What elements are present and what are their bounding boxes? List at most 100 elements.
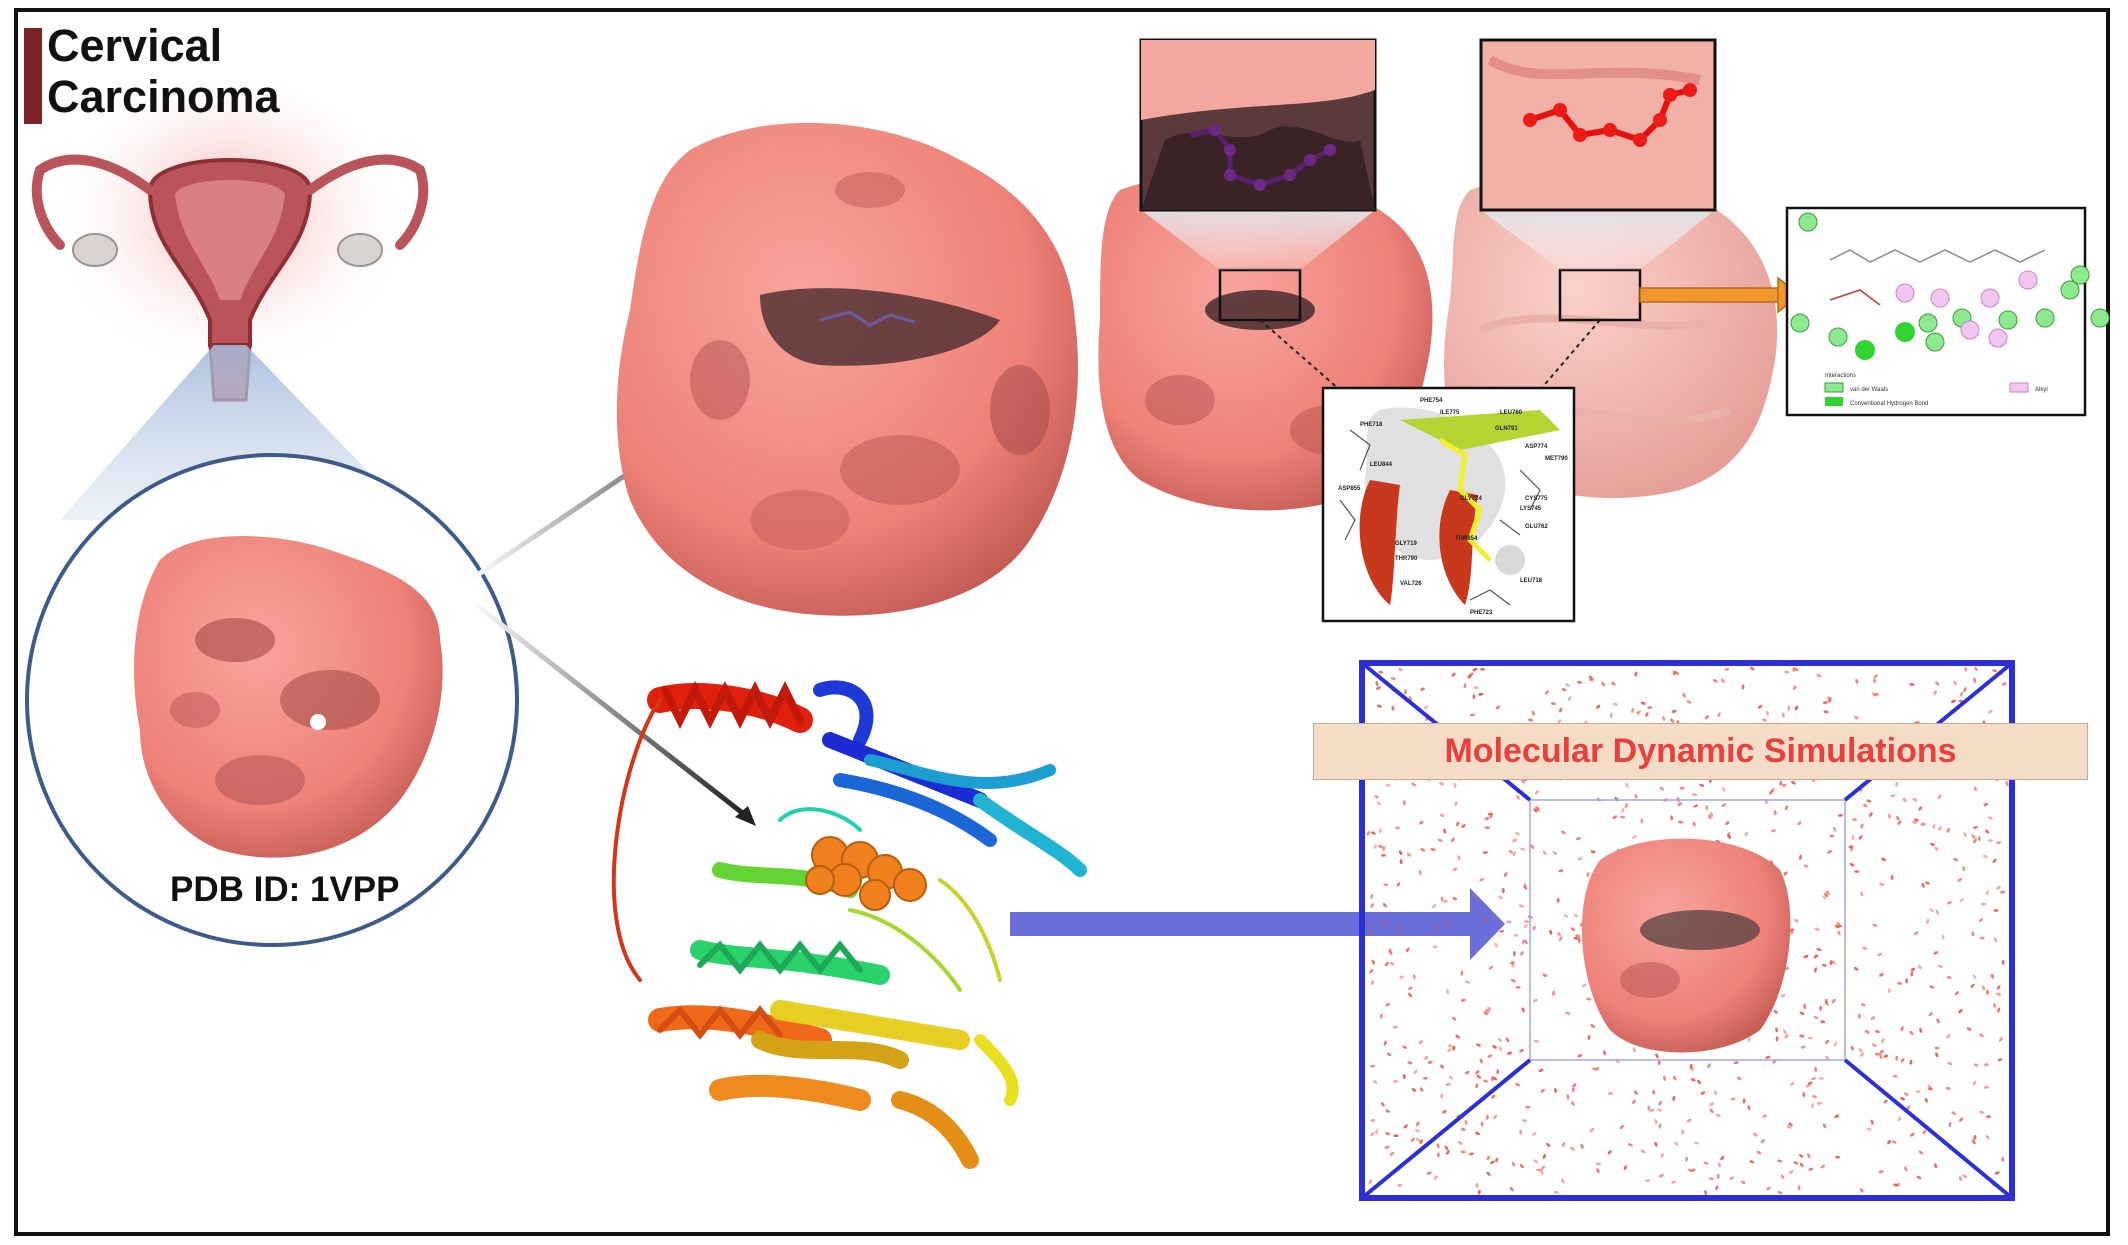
water-molecule <box>1446 921 1450 927</box>
water-molecule <box>1807 1036 1813 1040</box>
water-molecule <box>1625 782 1629 788</box>
water-molecule <box>1535 808 1541 812</box>
water-molecule <box>1836 924 1842 928</box>
water-molecule <box>1794 667 1799 672</box>
water-molecule <box>1954 991 1960 996</box>
water-molecule <box>1619 1124 1624 1130</box>
water-molecule <box>1707 1063 1711 1069</box>
water-molecule <box>1987 839 1993 842</box>
water-molecule <box>1694 1141 1700 1145</box>
water-molecule <box>1670 815 1674 821</box>
water-molecule <box>1929 985 1935 989</box>
water-molecule <box>1946 1034 1951 1039</box>
water-molecule <box>1933 1163 1938 1169</box>
water-molecule <box>2001 959 2005 965</box>
water-molecule <box>1368 1179 1373 1185</box>
water-molecule <box>1992 669 1998 673</box>
water-molecule <box>1505 1037 1510 1043</box>
water-molecule <box>1986 989 1989 995</box>
water-molecule <box>1411 1088 1417 1092</box>
water-molecule <box>1419 1139 1423 1145</box>
water-molecule <box>1959 1176 1962 1182</box>
water-molecule <box>1493 1114 1498 1120</box>
water-molecule <box>1581 983 1587 988</box>
water-molecule <box>1498 1046 1503 1052</box>
water-molecule <box>1860 891 1864 897</box>
water-molecule <box>1456 821 1460 827</box>
water-molecule <box>1454 801 1458 806</box>
legend-item-vdw: van der Waals <box>1850 387 1888 393</box>
water-molecule <box>1402 1045 1408 1049</box>
water-molecule <box>1988 709 1993 714</box>
water-molecule <box>1679 786 1685 790</box>
water-molecule <box>1803 864 1809 868</box>
water-molecule <box>1492 1076 1498 1081</box>
water-molecule <box>1381 853 1387 857</box>
water-molecule <box>1575 837 1581 841</box>
protein-surface-small <box>134 536 443 858</box>
water-molecule <box>1807 1081 1813 1085</box>
md-label-banner: Molecular Dynamic Simulations <box>1313 723 2088 780</box>
water-molecule <box>1489 813 1493 819</box>
water-molecule <box>1704 1190 1708 1196</box>
water-molecule <box>1951 1111 1957 1115</box>
water-molecule <box>1520 951 1524 956</box>
ligand-spheres <box>805 836 927 911</box>
water-molecule <box>1542 1153 1546 1159</box>
water-molecule <box>1370 831 1376 835</box>
water-molecule <box>1577 680 1583 684</box>
water-molecule <box>1990 973 1994 979</box>
water-molecule <box>1957 878 1963 882</box>
water-molecule <box>1852 818 1858 821</box>
water-molecule <box>1677 802 1683 806</box>
water-molecule <box>1692 793 1698 797</box>
water-molecule <box>1784 1034 1789 1039</box>
water-molecule <box>1747 1037 1751 1043</box>
water-molecule <box>1426 1171 1432 1175</box>
water-molecule <box>1995 992 2002 996</box>
water-molecule <box>1627 1143 1633 1147</box>
water-molecule <box>1370 893 1374 900</box>
title-line-2: Carcinoma <box>47 71 280 122</box>
water-molecule <box>1487 1006 1492 1011</box>
water-molecule <box>1553 1190 1560 1194</box>
water-molecule <box>1410 1137 1415 1142</box>
protein-ribbon-structure <box>611 680 1087 1169</box>
water-molecule <box>1491 1094 1496 1099</box>
water-molecule <box>2001 682 2007 686</box>
water-molecule <box>1538 1068 1544 1073</box>
water-molecule <box>1405 947 1410 953</box>
water-molecule <box>1570 1146 1575 1151</box>
water-molecule <box>1532 998 1538 1003</box>
pdb-id-label: PDB ID: 1VPP <box>170 870 400 909</box>
water-molecule <box>1540 1088 1545 1093</box>
water-molecule <box>1799 1011 1805 1015</box>
water-molecule <box>1783 871 1788 876</box>
water-molecule <box>1692 821 1696 827</box>
water-molecule <box>1935 909 1939 915</box>
water-molecule <box>1485 1114 1489 1120</box>
water-molecule <box>1542 850 1547 856</box>
water-molecule <box>1563 913 1569 918</box>
water-molecule <box>1657 1060 1661 1066</box>
water-molecule <box>1424 1055 1429 1061</box>
water-molecule <box>1398 924 1402 930</box>
water-molecule <box>1443 828 1447 834</box>
water-molecule <box>1895 1055 1899 1061</box>
water-molecule <box>1565 1011 1571 1015</box>
water-molecule <box>1851 835 1855 841</box>
water-molecule <box>1414 1129 1420 1133</box>
water-molecule <box>1979 1110 1985 1114</box>
water-molecule <box>1624 803 1628 809</box>
water-molecule <box>1983 1085 1989 1089</box>
svg-text:LEU718: LEU718 <box>1520 578 1543 584</box>
water-molecule <box>1389 962 1395 966</box>
water-molecule <box>1659 786 1664 791</box>
water-molecule <box>1860 823 1864 829</box>
water-molecule <box>1570 927 1576 932</box>
water-molecule <box>1530 844 1535 849</box>
water-molecule <box>1749 666 1755 671</box>
water-molecule <box>1442 899 1448 903</box>
water-molecule <box>1973 786 1977 792</box>
